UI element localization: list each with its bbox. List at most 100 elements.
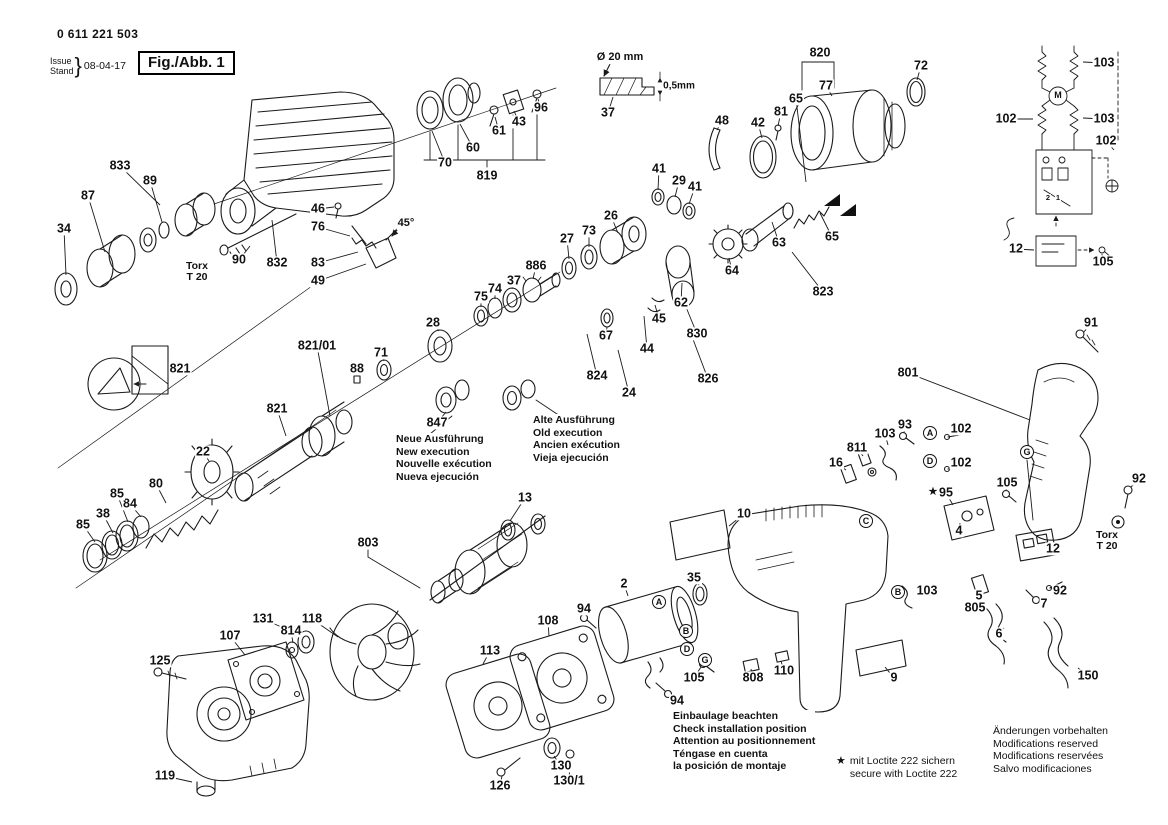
part-label-24: 24	[621, 385, 637, 400]
note-line: Attention au positionnement	[673, 735, 816, 748]
part-label-821: 821	[265, 401, 289, 416]
part-label-38: 38	[95, 506, 111, 521]
part-label-90: 90	[231, 252, 247, 267]
part-label-96: 96	[533, 100, 549, 115]
part-label-27: 27	[559, 231, 575, 246]
part-label-2: 2	[1044, 193, 1052, 203]
part-label-832: 832	[265, 255, 289, 270]
connection-letter-d: D	[680, 642, 694, 656]
part-label-48: 48	[714, 113, 730, 128]
part-label-103: 103	[873, 426, 897, 441]
connection-letter-g: G	[698, 653, 712, 667]
part-label-71: 71	[373, 345, 389, 360]
connection-letter-c: C	[859, 514, 873, 528]
part-label-62: 62	[673, 295, 689, 310]
part-label-110: 110	[772, 663, 796, 678]
connection-letter-a: A	[652, 595, 666, 609]
part-label-85: 85	[109, 486, 125, 501]
connection-letter-b: B	[891, 585, 905, 599]
note-line: Modifications reserved	[993, 737, 1099, 750]
part-label-81: 81	[773, 104, 789, 119]
part-label-63: 63	[771, 235, 787, 250]
note-line: mit Loctite 222 sichern	[849, 755, 955, 767]
part-label-43: 43	[511, 114, 527, 129]
part-label-103: 103	[1092, 111, 1116, 126]
part-label--: ★	[927, 486, 939, 499]
part-label-102: 102	[1094, 133, 1118, 148]
bearing-plate-107	[153, 641, 305, 721]
note-line: Alte Ausführung	[533, 414, 615, 426]
note-line: Old execution	[533, 426, 603, 439]
issue-label: Issue	[50, 55, 72, 66]
part-label-44: 44	[639, 341, 655, 356]
part-label-103: 103	[1092, 55, 1116, 70]
field-stator	[579, 582, 715, 699]
part-label-823: 823	[811, 284, 835, 299]
part-label-819: 819	[475, 168, 499, 183]
part-label-805: 805	[963, 600, 987, 615]
part-label-847: 847	[425, 415, 449, 430]
connection-letter-a: A	[923, 426, 937, 440]
part-label-torx-t-20: Torx T 20	[185, 259, 209, 284]
part-label-73: 73	[581, 223, 597, 238]
part-label-113: 113	[478, 643, 502, 658]
note-line: la posición de montaje	[673, 760, 787, 773]
part-label-95: 95	[938, 485, 954, 500]
part-label-4: 4	[954, 523, 964, 538]
part-label-105: 105	[995, 475, 1019, 490]
part-label-92: 92	[1052, 583, 1068, 598]
note-line: Ancien exécution	[533, 439, 620, 452]
connection-letter-b: B	[679, 624, 693, 638]
part-label-42: 42	[750, 115, 766, 130]
part-label-85: 85	[75, 517, 91, 532]
armature	[367, 513, 546, 604]
part-label-93: 93	[897, 417, 913, 432]
part-label-102: 102	[949, 421, 973, 436]
part-label-83: 83	[310, 255, 326, 270]
part-label-76: 76	[310, 219, 326, 234]
part-label-84: 84	[122, 496, 138, 511]
part-label-45: 45	[651, 311, 667, 326]
part-label-13: 13	[517, 490, 533, 505]
part-label-150: 150	[1076, 668, 1100, 683]
stand-label: Stand	[50, 66, 74, 76]
part-label-821-01: 821/01	[296, 338, 338, 353]
note-line: Änderungen vorbehalten	[993, 725, 1109, 737]
part-label-0-5mm: 0,5mm	[662, 80, 696, 93]
note-line: Check installation position	[673, 722, 807, 735]
part-label-102: 102	[949, 455, 973, 470]
issue-block: Issue Stand } 08-04-17	[50, 53, 126, 79]
part-label-830: 830	[685, 326, 709, 341]
part-label-49: 49	[310, 273, 326, 288]
part-label-118: 118	[300, 611, 324, 626]
part-label-35: 35	[686, 570, 702, 585]
part-label-7: 7	[1039, 596, 1049, 611]
part-label-107: 107	[218, 628, 242, 643]
part-label-811: 811	[845, 440, 869, 455]
part-label-833: 833	[108, 158, 132, 173]
part-label-75: 75	[473, 289, 489, 304]
wiring-schematic	[1003, 45, 1119, 267]
part-label--20-mm: Ø 20 mm	[595, 51, 645, 64]
part-label-60: 60	[465, 140, 481, 155]
part-label-10: 10	[736, 506, 752, 521]
note-line: secure with Loctite 222	[849, 767, 958, 780]
part-label-26: 26	[603, 208, 619, 223]
part-label-37: 37	[600, 105, 616, 120]
brace-glyph: }	[74, 53, 82, 78]
part-label-64: 64	[724, 263, 740, 278]
part-label-808: 808	[741, 670, 765, 685]
part-label-5: 5	[974, 588, 984, 603]
part-label-824: 824	[585, 368, 609, 383]
note-line: Neue Ausführung	[396, 433, 484, 445]
part-label-46: 46	[310, 201, 326, 216]
motor-housing	[669, 504, 907, 713]
part-label-torx-t-20: Torx T 20	[1095, 528, 1119, 553]
part-label-125: 125	[148, 653, 172, 668]
part-label-126: 126	[488, 778, 512, 793]
part-label-37: 37	[506, 273, 522, 288]
